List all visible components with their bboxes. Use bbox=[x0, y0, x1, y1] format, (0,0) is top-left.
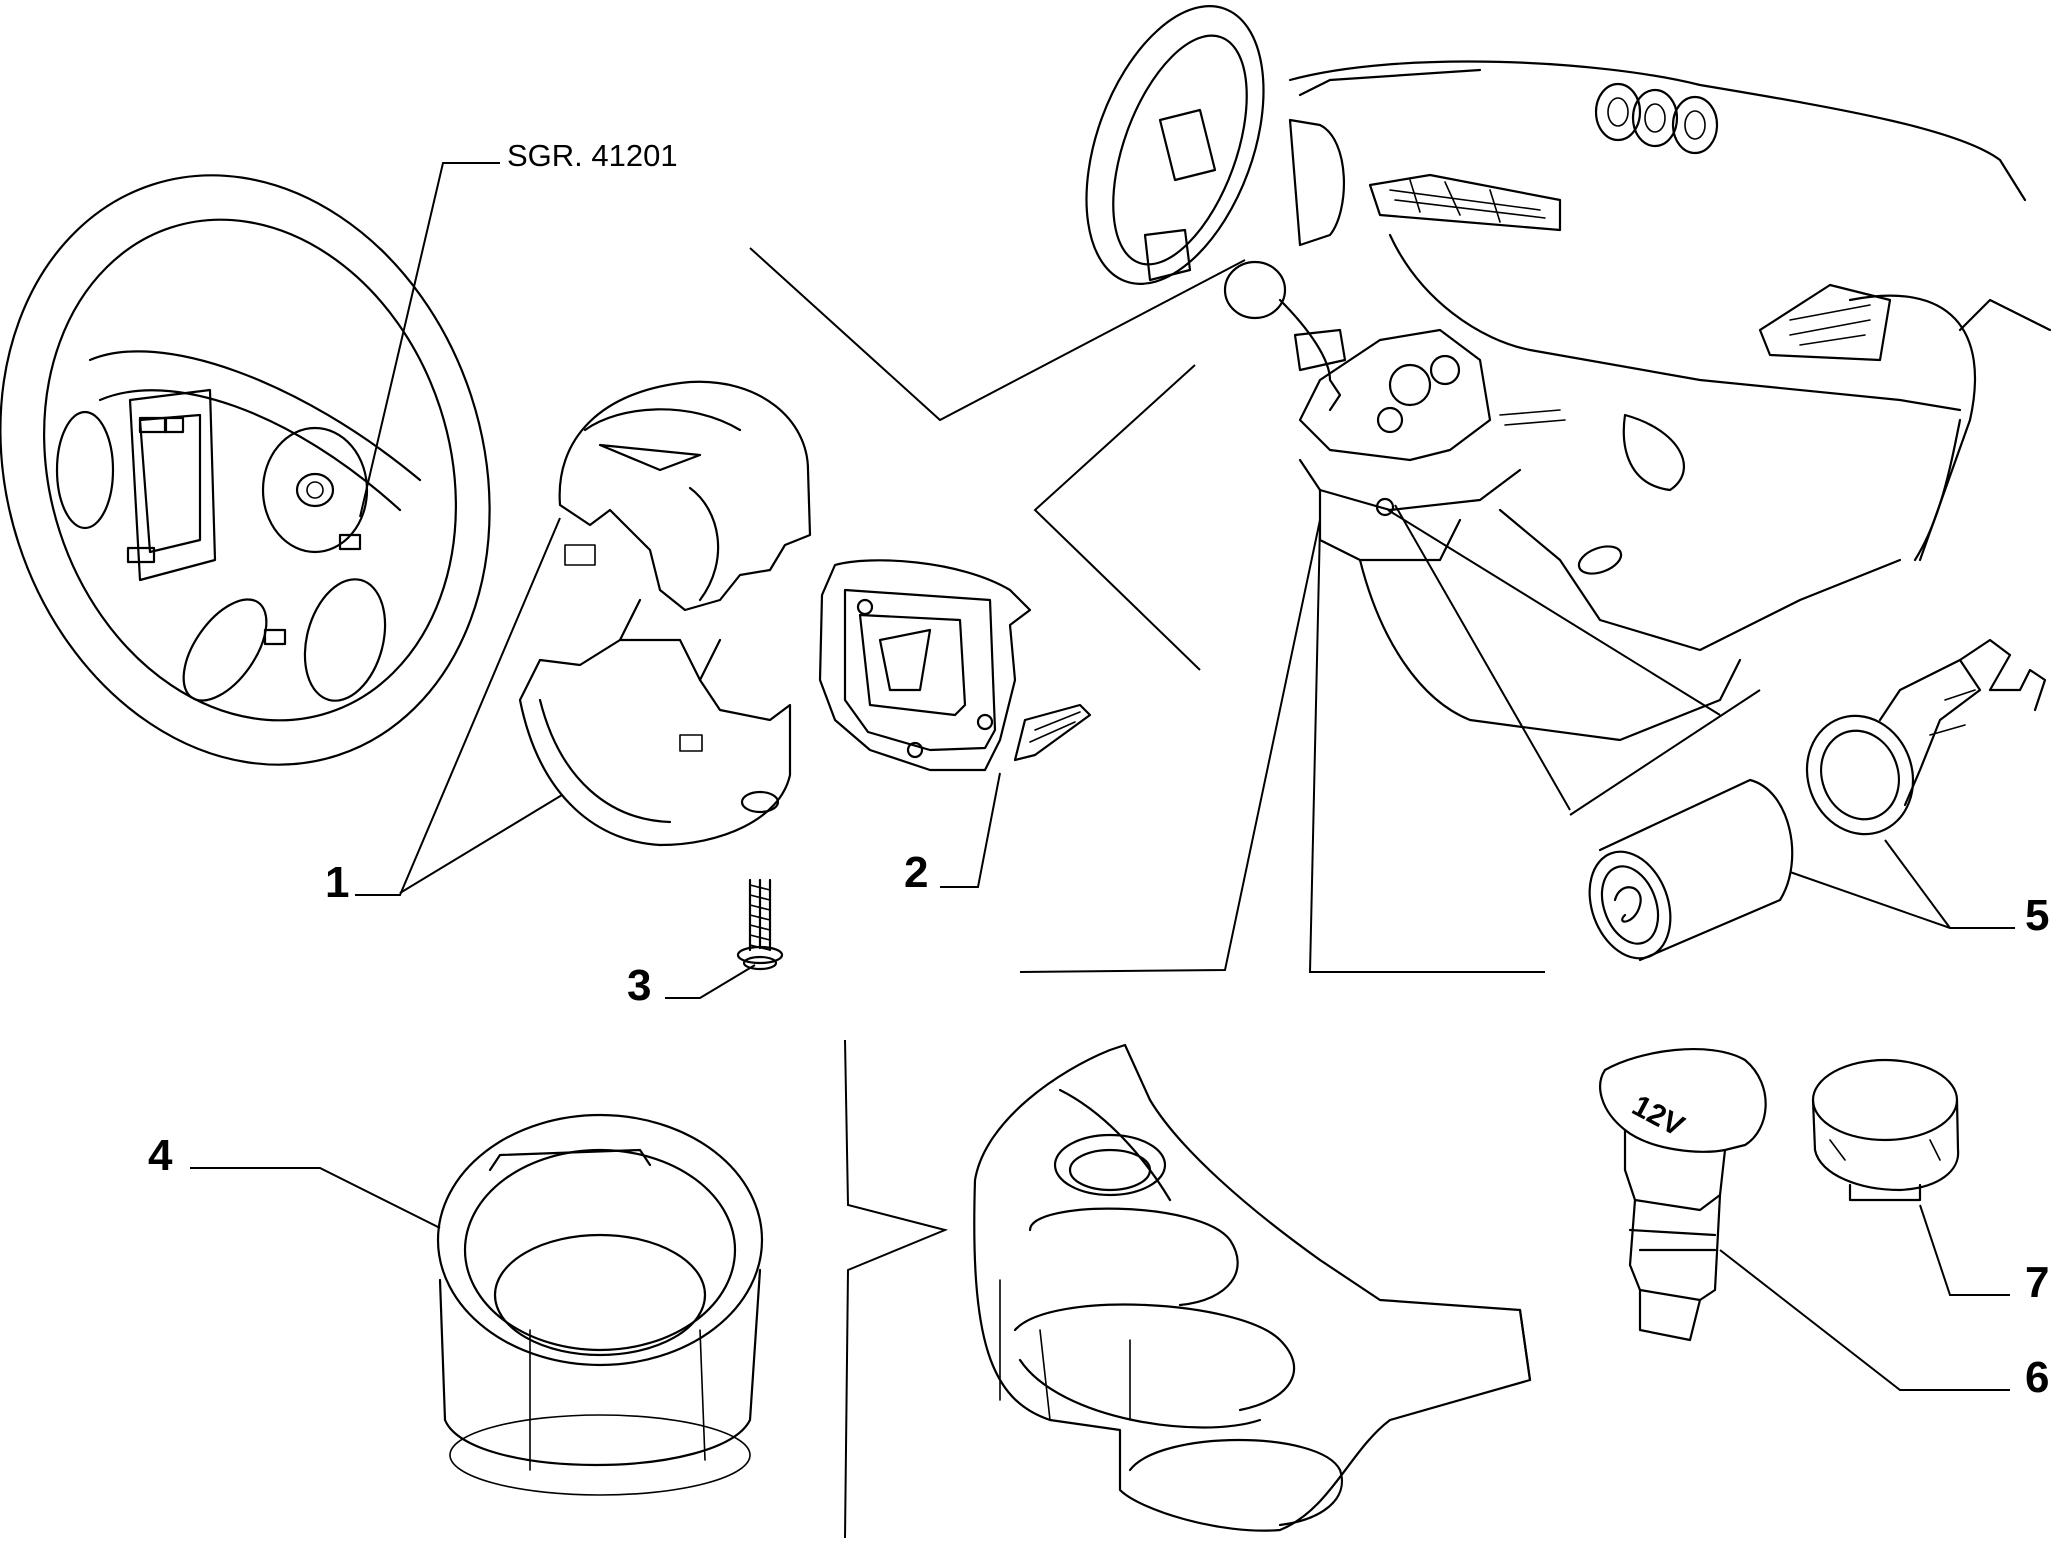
callout-5-leader-b bbox=[1884, 839, 1951, 929]
dashboard-leader-e bbox=[1387, 509, 1721, 716]
callout-7-leader bbox=[1919, 1204, 2010, 1296]
dashboard-leader-a bbox=[749, 247, 1246, 422]
callout-6-leader bbox=[1719, 1249, 2010, 1391]
callout-2-leader bbox=[940, 772, 1001, 888]
callout-7: 7 bbox=[2025, 1258, 2049, 1307]
callout-1-leader-b bbox=[399, 794, 563, 894]
reference-leader-line bbox=[359, 162, 500, 518]
callout-5: 5 bbox=[2025, 891, 2049, 940]
steering-wheel-icon bbox=[0, 174, 491, 766]
dashboard-icon bbox=[1085, 5, 2052, 742]
socket-marking: 12V bbox=[1627, 1089, 1690, 1143]
dashboard-leader-f bbox=[1394, 504, 1571, 811]
callout-1-leader-a bbox=[355, 517, 561, 896]
callout-6: 6 bbox=[2025, 1353, 2049, 1402]
cigar-lighter-icon bbox=[1588, 638, 2047, 962]
callout-3: 3 bbox=[627, 961, 651, 1010]
dashboard-leader-g bbox=[1569, 689, 1761, 816]
reference-label: SGR. 41201 bbox=[507, 138, 678, 173]
cupholder-divider-line bbox=[844, 1039, 949, 1539]
dashboard-leader-d bbox=[1308, 524, 1545, 973]
dashboard-leader-b bbox=[1033, 364, 1201, 671]
steering-column-frame-icon bbox=[818, 559, 1092, 772]
callout-1: 1 bbox=[325, 858, 349, 907]
steering-column-cover-icon bbox=[518, 380, 812, 847]
power-socket-icon: 12V bbox=[1599, 1047, 1767, 1342]
dashboard-leader-c bbox=[1019, 519, 1321, 973]
ashtray-cup-icon bbox=[436, 1113, 764, 1496]
callout-4-leader bbox=[190, 1167, 441, 1229]
socket-cap-icon bbox=[1811, 1058, 1960, 1202]
callout-5-leader-a bbox=[1789, 871, 2015, 929]
callout-2: 2 bbox=[904, 848, 928, 897]
screw-icon bbox=[736, 878, 784, 971]
cup-holder-icon bbox=[973, 1043, 1532, 1532]
callout-3-leader bbox=[665, 964, 756, 999]
callout-4: 4 bbox=[148, 1131, 173, 1180]
